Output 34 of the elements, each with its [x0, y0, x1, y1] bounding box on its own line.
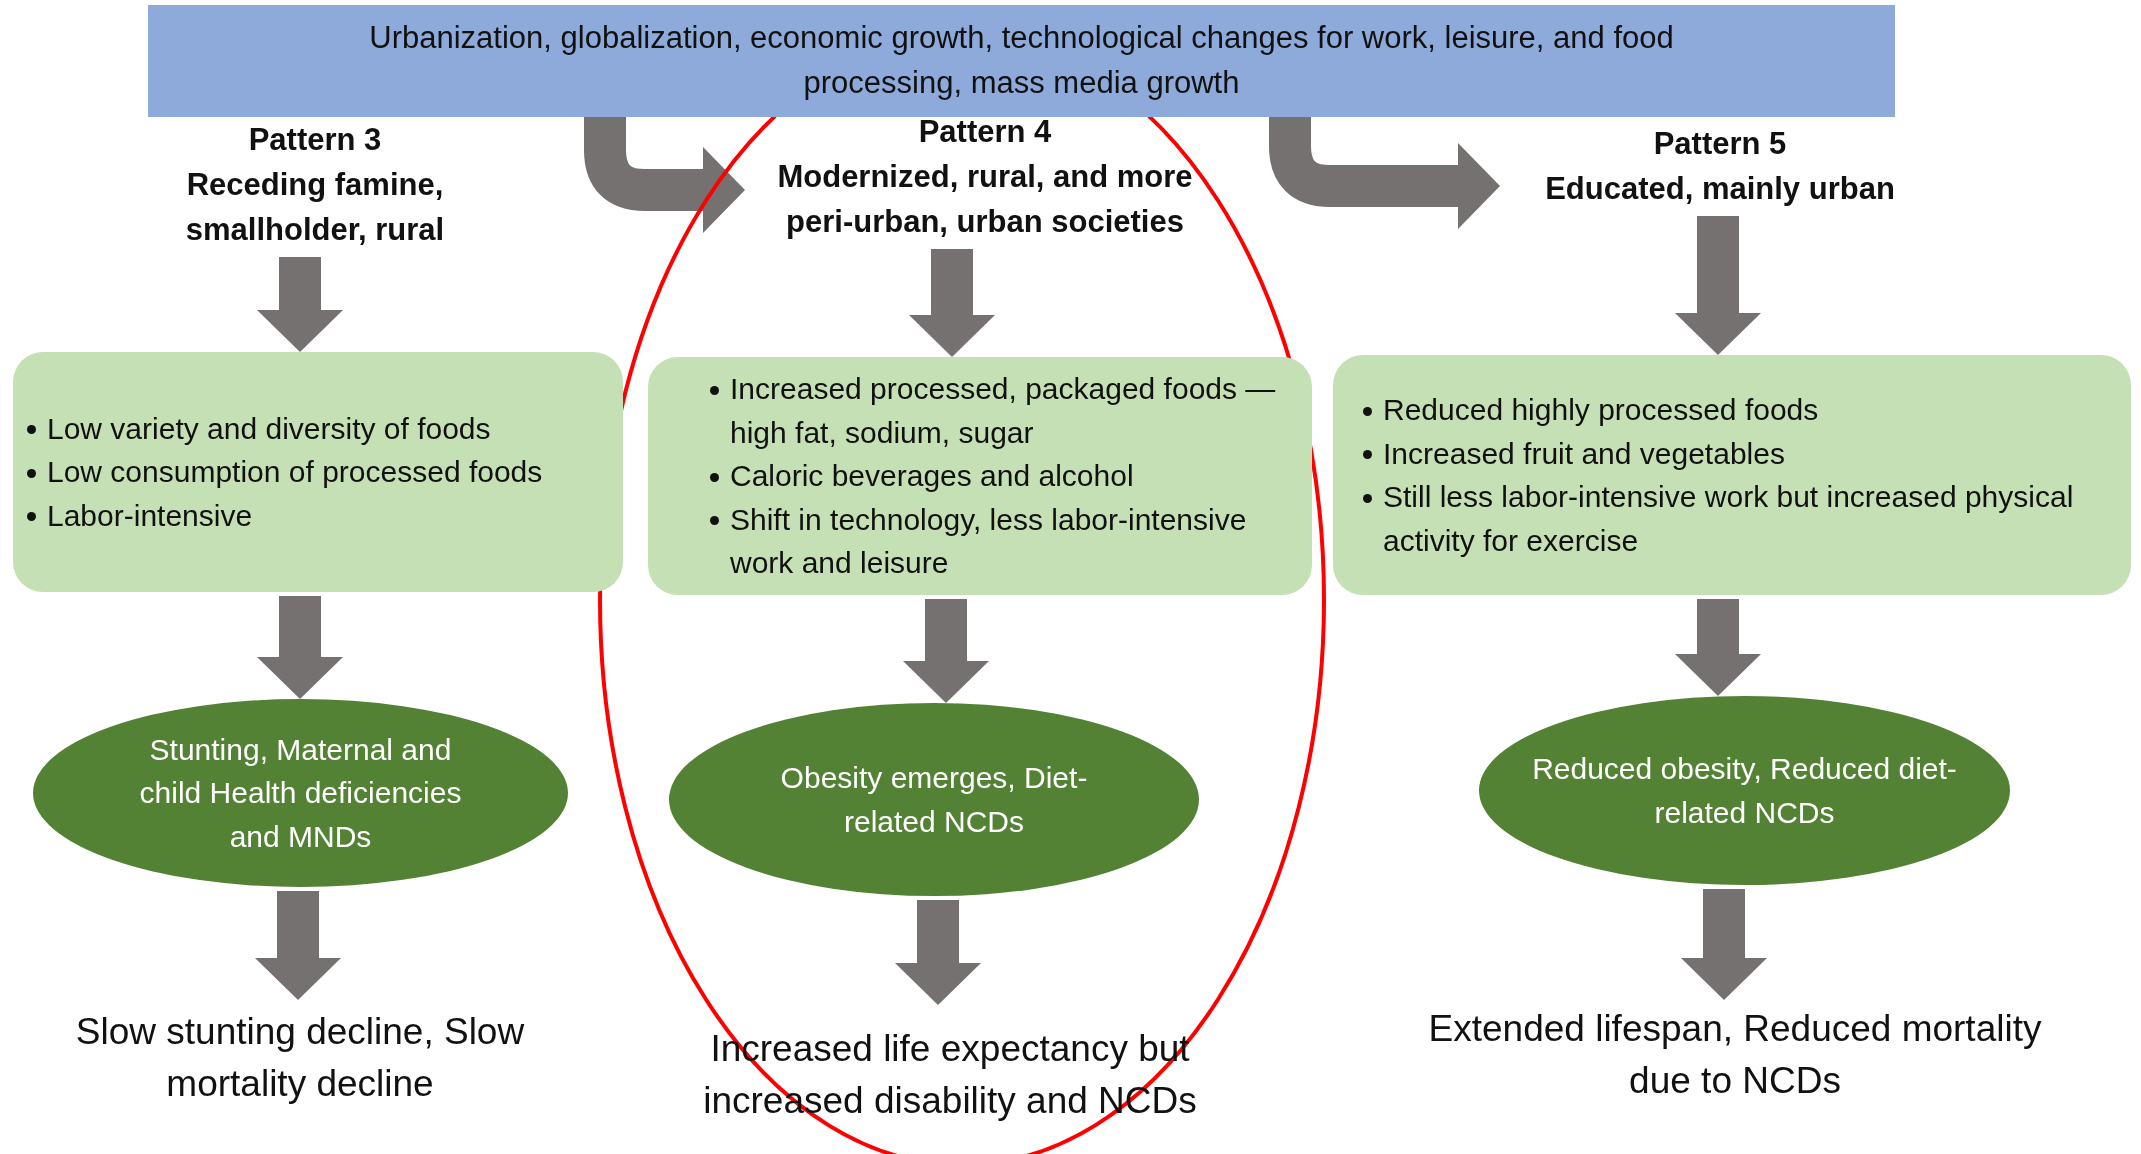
list-item: Shift in technology, less labor-intensive work and leisure [708, 497, 1304, 585]
list-item: Labor-intensive [25, 493, 615, 538]
heading-text: Educated, mainly urban [1545, 170, 1895, 208]
heading-text: Pattern 3 [248, 121, 382, 160]
arrow [1675, 216, 1761, 355]
arrow [1681, 889, 1767, 1000]
rounded-box [1333, 355, 2131, 595]
arrow [895, 900, 981, 1005]
arrow [257, 596, 343, 699]
list-item: Low consumption of processed foods [25, 450, 615, 494]
outcome-text: Slow stunting decline, Slow mortality decline [40, 1000, 560, 1115]
arrow [1269, 117, 1500, 229]
banner: Urbanization, globalization, economic growth, technological changes for work, leisure, and food processing, mass media growth [148, 5, 1895, 117]
arrow [1675, 599, 1761, 696]
rounded-box [13, 352, 623, 592]
arrow [584, 117, 745, 233]
outcome-text: Extended lifespan, Reduced mortality due to NCDs [1420, 1000, 2050, 1110]
arrow [257, 257, 343, 352]
list-item: Still less labor-intensive work but increased physical activity for exercise [1361, 475, 2123, 562]
arrow [909, 249, 995, 357]
list-item: Increased processed, packaged foods — high fat, sodium, sugar [708, 367, 1304, 455]
list-item: Reduced highly processed foods [1361, 388, 2123, 432]
heading-text: Receding famine, smallholder, rural [184, 166, 446, 249]
ellipse: Obesity emerges, Diet-related NCDs [669, 703, 1199, 896]
rounded-box [648, 357, 1312, 595]
ellipse: Reduced obesity, Reduced diet-related NCDs [1479, 696, 2010, 885]
heading-text: Pattern 5 [1653, 125, 1787, 164]
heading-text: Modernized, rural, and more peri-urban, urban societies [776, 158, 1194, 241]
list-item: Caloric beverages and alcohol [708, 454, 1304, 498]
ellipse: Stunting, Maternal and child Health deficiencies and MNDs [33, 699, 568, 887]
list-item: Low variety and diversity of foods [25, 406, 615, 451]
arrow [255, 891, 341, 1000]
list-item: Increased fruit and vegetables [1361, 431, 2123, 475]
arrow [903, 599, 989, 703]
